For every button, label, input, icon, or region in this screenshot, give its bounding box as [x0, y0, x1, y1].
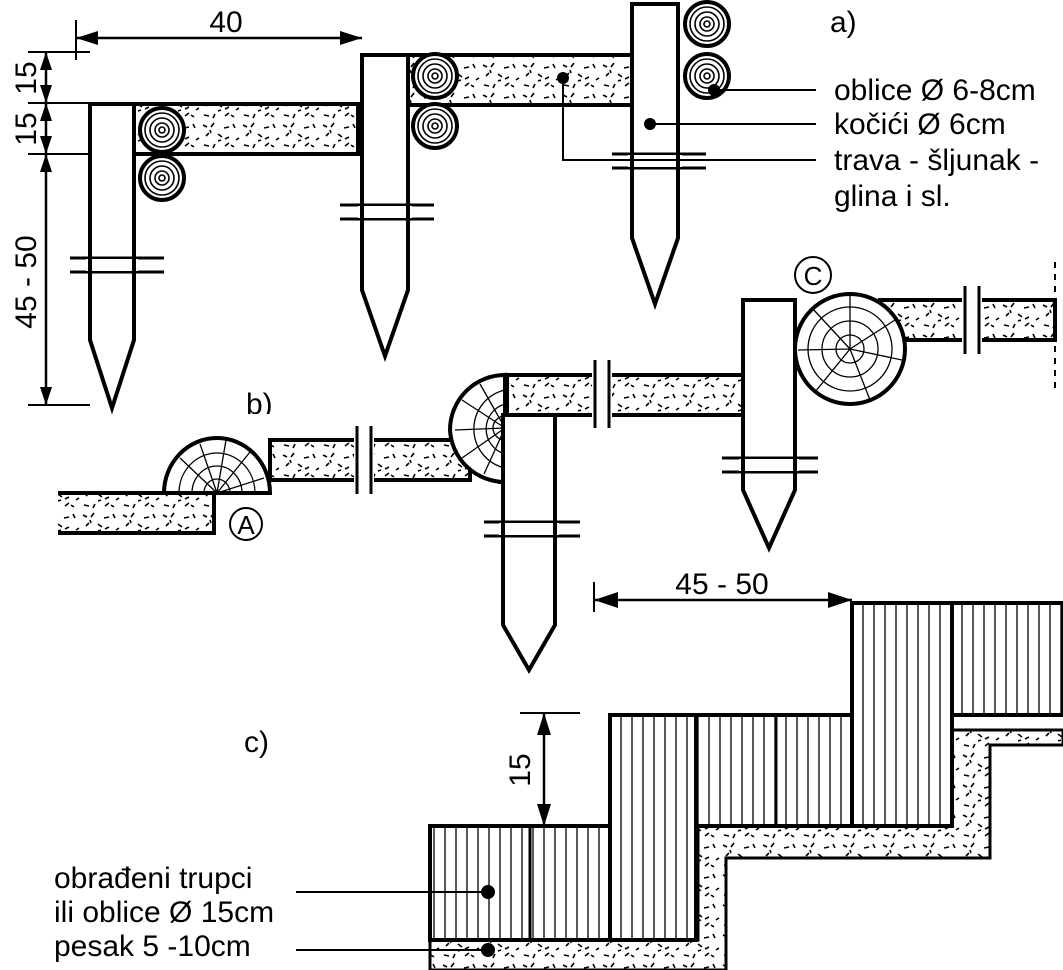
quarter-log-b	[447, 372, 508, 485]
log-icon	[683, 0, 731, 48]
callout-c-0: obrađeni trupci	[54, 862, 252, 895]
stake-a1	[70, 102, 164, 415]
callout-c-2: pesak 5 -10cm	[54, 930, 251, 963]
timber-step-1	[428, 824, 612, 942]
stake-b	[484, 413, 580, 674]
stake-c	[722, 298, 818, 553]
dim-c-rise: 15	[504, 753, 537, 786]
log-icon	[683, 52, 731, 100]
dim-c-tread: 45 - 50	[675, 568, 768, 601]
section-c: 45 - 50 15 c) obrađeni trupci ili oblice…	[54, 568, 1063, 970]
callout-a-2: trava - šljunak -	[834, 144, 1039, 177]
section-a-label: a)	[830, 6, 857, 39]
section-c-label: c)	[244, 726, 269, 759]
stake-a2	[340, 53, 434, 363]
dim-a-rise-top: 15	[10, 61, 43, 94]
half-log-a	[161, 436, 273, 495]
timber-riser-3	[850, 601, 954, 828]
section-a: 40 15 15 45 - 50 a) oblice Ø 6-8cm kočić…	[10, 0, 1039, 415]
log-icon	[411, 52, 459, 100]
marker-c: C	[804, 261, 823, 291]
dim-a-stake-depth: 45 - 50	[10, 235, 43, 328]
section-b: A	[58, 256, 1057, 674]
log-icon	[411, 102, 459, 150]
log-icon	[138, 106, 186, 154]
callout-c-1: ili oblice Ø 15cm	[54, 896, 274, 929]
timber-riser-2	[608, 713, 698, 942]
timber-step-2	[694, 713, 854, 828]
marker-a: A	[237, 510, 255, 540]
timber-step-3	[950, 601, 1063, 717]
log-icon	[138, 154, 186, 202]
dim-a-rise-bottom: 15	[10, 112, 43, 145]
callout-a-0: oblice Ø 6-8cm	[834, 74, 1036, 107]
stake-a3	[612, 2, 706, 311]
callout-a-1: kočići Ø 6cm	[834, 108, 1006, 141]
callout-a-3: glina i sl.	[834, 180, 951, 213]
log-c	[793, 292, 907, 406]
dim-a-width: 40	[209, 6, 242, 39]
